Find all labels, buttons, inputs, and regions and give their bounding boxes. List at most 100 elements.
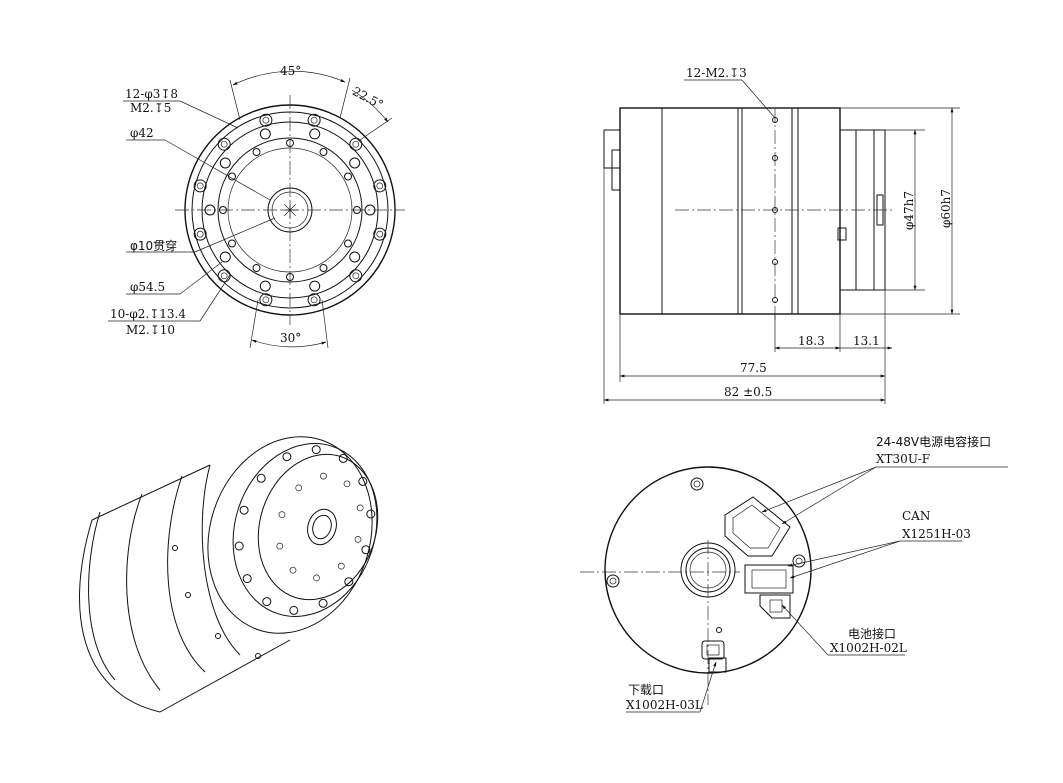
iso-inner-hole [343, 480, 351, 488]
star-line [289, 209, 296, 216]
outer-hole [259, 113, 273, 127]
outer-hole [349, 137, 363, 151]
inner-hole [286, 273, 294, 281]
outer-hole-inner [262, 116, 270, 124]
iso-hole [256, 473, 266, 483]
inner-hole [344, 239, 352, 248]
outer-hole [307, 293, 321, 307]
holes-10-phi2-label: 10-φ2.↧13.4 [110, 307, 186, 321]
outer-hole [349, 269, 363, 283]
star-line [289, 204, 296, 211]
outer-hole [259, 293, 273, 307]
outer-hole-inner [196, 230, 204, 238]
inner-hole [252, 264, 261, 272]
side-view-holes [772, 117, 778, 303]
iso-inner-hole [278, 511, 286, 518]
download-port-part: X1002H-03L [626, 698, 703, 712]
can-connector-part: X1251H-03 [902, 527, 971, 541]
outer-hole [373, 179, 387, 193]
side-view: 12-M2.↧3 φ47h7 φ60h7 18.3 13.1 77.5 82 ±… [603, 66, 960, 404]
battery-connector-label: 电池接口 [848, 626, 896, 641]
outer-hole [307, 113, 321, 127]
side-hole [772, 297, 778, 303]
holes-12-phi3-label: 12-φ3↧8 [125, 87, 178, 101]
middle-hole [259, 128, 271, 140]
outer-hole-inner [376, 182, 384, 190]
inner-hole [219, 206, 227, 214]
outer-hole [193, 227, 207, 241]
middle-hole [364, 204, 376, 216]
holes-12-m2-label: M2.↧5 [130, 101, 171, 115]
star-line [284, 209, 291, 216]
outer-hole-inner [262, 296, 270, 304]
dia-47h7-label: φ47h7 [902, 191, 916, 230]
iso-inner-hole [313, 574, 320, 582]
length-18-3-label: 18.3 [798, 334, 825, 348]
iso-hole [318, 598, 328, 608]
iso-inner-hole [276, 542, 284, 550]
iso-inner-hole [289, 566, 297, 574]
middle-hole [204, 204, 216, 216]
length-77-5-label: 77.5 [740, 361, 767, 375]
iso-hole [262, 597, 272, 607]
iso-inner-hole [295, 484, 303, 492]
outer-hole-inner [220, 140, 228, 148]
inner-hole [228, 239, 236, 248]
outer-hole [373, 227, 387, 241]
outer-hole-inner [352, 272, 360, 280]
holes-12-m2-side-label: 12-M2.↧3 [686, 66, 747, 80]
middle-hole [259, 280, 271, 292]
side-hole [772, 155, 778, 161]
inner-hole [319, 148, 328, 156]
iso-hole [358, 476, 368, 486]
dia-60h7-label: φ60h7 [939, 189, 953, 228]
iso-hole [289, 605, 299, 615]
dia-42-label: φ42 [130, 126, 154, 140]
dia-54-5-label: φ54.5 [130, 280, 165, 294]
iso-inner-hole [354, 536, 362, 543]
middle-hole [309, 128, 321, 140]
isometric-holes [234, 445, 376, 615]
power-connector-label: 24-48V电源电容接口 [876, 434, 991, 449]
download-port-label: 下载口 [628, 683, 664, 697]
outer-hole-inner [310, 296, 318, 304]
battery-connector-part: X1002H-02L [830, 641, 907, 655]
angle-22-5-label: 22.5° [350, 84, 385, 112]
length-13-1-label: 13.1 [853, 334, 880, 348]
iso-hole [366, 509, 376, 519]
iso-inner-hole [337, 562, 345, 570]
iso-hole [361, 545, 371, 555]
iso-inner-hole [320, 472, 327, 480]
side-hole [772, 259, 778, 265]
angle-45-label: 45° [280, 64, 301, 78]
outer-hole [217, 269, 231, 283]
outer-hole-inner [310, 116, 318, 124]
inner-hole [319, 264, 328, 272]
iso-hole [344, 577, 354, 587]
can-connector-label: CAN [902, 509, 930, 523]
middle-hole [309, 280, 321, 292]
iso-hole [239, 505, 249, 515]
middle-hole [349, 251, 361, 263]
star-line [284, 204, 291, 211]
middle-hole [219, 251, 231, 263]
outer-hole-inner [196, 182, 204, 190]
isometric-view [79, 436, 379, 713]
iso-hole [282, 452, 292, 462]
angle-30-label: 30° [280, 331, 301, 345]
side-hole [772, 207, 778, 213]
rear-view: 24-48V电源电容接口 XT30U-F CAN X1251H-03 电池接口 … [580, 434, 1008, 713]
inner-hole [344, 172, 352, 181]
outer-hole-inner [376, 230, 384, 238]
iso-inner-hole [356, 504, 364, 512]
outer-hole [193, 179, 207, 193]
power-connector-part: XT30U-F [876, 452, 930, 466]
length-82-label: 82 ±0.5 [724, 385, 772, 399]
iso-hole [338, 453, 348, 463]
iso-hole [242, 574, 252, 584]
front-view: 45° 22.5° 30° 12-φ3↧8 M2.↧5 φ42 φ10贯穿 φ5… [108, 64, 405, 349]
holes-10-m2-label: M2.↧10 [126, 323, 175, 337]
iso-hole [311, 445, 321, 455]
inner-hole [286, 139, 294, 147]
outer-hole-inner [352, 140, 360, 148]
